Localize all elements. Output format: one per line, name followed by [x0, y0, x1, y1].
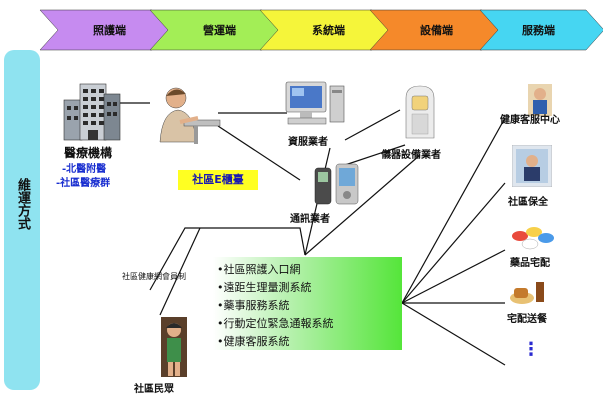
device-vendor-label: 儀器設備業者 — [381, 150, 441, 161]
system-item-2: •遠距生理量測系統 — [217, 281, 312, 294]
medical-device-icon — [405, 85, 435, 139]
system-item-1: •社區照護入口網 — [217, 263, 301, 276]
system-item-3: •藥事服務系統 — [217, 299, 290, 312]
medical-sub-2: -社區醫療群 — [56, 178, 111, 189]
computer-icon — [285, 81, 345, 125]
service-label-1: 健康客服中心 — [500, 115, 560, 126]
systems-box: •社區照護入口網 •遠距生理量測系統 •藥事服務系統 •行動定位緊急通報系統 •… — [213, 257, 402, 350]
more-services-ellipsis: ⋮ — [522, 339, 540, 360]
system-item-5: •健康客服系統 — [217, 335, 290, 348]
hospital-icon — [63, 83, 121, 141]
service-label-4: 宅配送餐 — [507, 314, 547, 325]
service-label-2: 社區保全 — [508, 197, 548, 208]
membership-label: 社區健康網會員制 — [122, 272, 186, 281]
resident-label: 社區民眾 — [134, 384, 174, 395]
stage-label-1: 照護端 — [93, 24, 126, 37]
stage-label-4: 設備端 — [420, 24, 453, 37]
it-vendor-label: 資服業者 — [288, 137, 328, 148]
mobile-phone-icon — [314, 163, 359, 205]
operation-mode-sidebar: 維運方式 — [4, 50, 40, 390]
call-center-icon — [528, 84, 552, 116]
medicine-delivery-icon — [512, 227, 554, 250]
stage-chevron-5 — [479, 9, 603, 51]
community-e-counter-label: 社區E櫃臺 — [178, 170, 258, 190]
desk-clerk-icon — [159, 87, 221, 144]
stage-label-5: 服務端 — [522, 24, 555, 37]
medical-sub-1: -北醫附醫 — [62, 164, 107, 175]
resident-icon — [161, 317, 187, 377]
system-item-4: •行動定位緊急通報系統 — [217, 317, 334, 330]
stage-label-2: 營運端 — [203, 24, 236, 37]
telecom-vendor-label: 通訊業者 — [290, 214, 330, 225]
service-label-3: 藥品宅配 — [510, 258, 550, 269]
meal-delivery-icon — [510, 282, 544, 304]
sidebar-label: 維運方式 — [15, 178, 30, 230]
stage-banner — [39, 9, 603, 51]
medical-institution-title: 醫療機構 — [64, 146, 113, 160]
security-guard-icon — [512, 145, 552, 187]
stage-label-3: 系統端 — [312, 24, 345, 37]
